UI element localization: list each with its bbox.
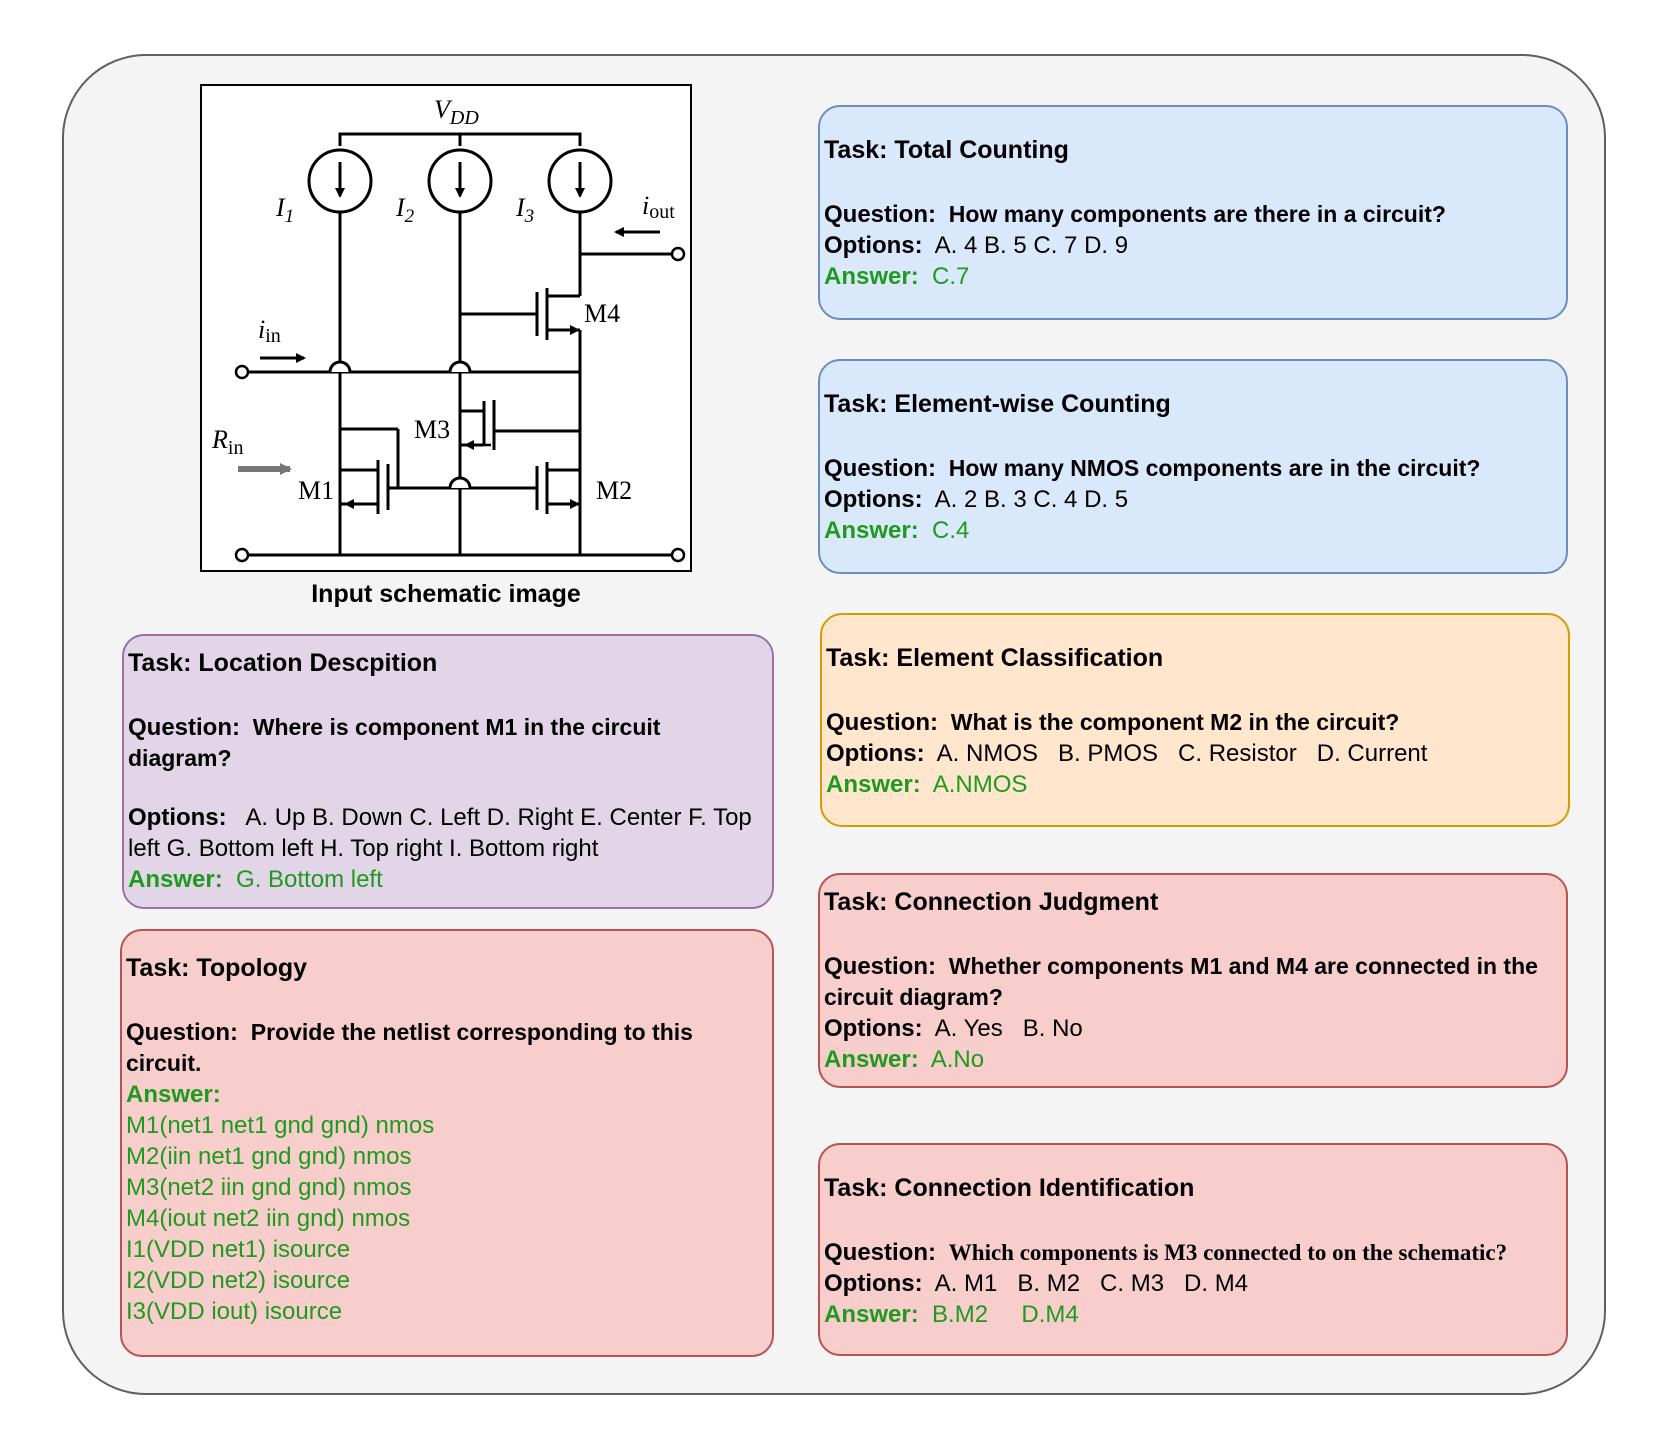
- answer: Answer: G. Bottom left: [128, 866, 383, 893]
- total-counting-card: Task: Total Counting Question: How many …: [818, 105, 1568, 320]
- m4-label: M4: [584, 299, 620, 328]
- element-counting-card: Task: Element-wise Counting Question: Ho…: [818, 359, 1568, 574]
- task-title: Task: Topology: [126, 954, 308, 982]
- task-title: Task: Connection Judgment: [824, 888, 1159, 916]
- question: Question: Provide the netlist correspond…: [126, 1019, 693, 1076]
- netlist-line: I2(VDD net2) isource: [126, 1267, 351, 1294]
- answer: Answer: A.No: [824, 1046, 985, 1073]
- m2-label: M2: [596, 476, 632, 505]
- answer: Answer: C.4: [824, 517, 970, 544]
- source-arrows: [335, 162, 585, 198]
- topology-task-card: Task: Topology Question: Provide the net…: [120, 929, 774, 1357]
- wire-hops: [328, 360, 472, 489]
- question: Question: Whether components M1 and M4 a…: [824, 953, 1538, 1010]
- netlist-line: M3(net2 iin gnd gnd) nmos: [126, 1174, 412, 1201]
- answer: Answer:: [126, 1081, 221, 1108]
- options: Options: A. Up B. Down C. Left D. Right …: [128, 804, 752, 862]
- iin-label: iin: [258, 315, 281, 347]
- options: Options: A. 2 B. 3 C. 4 D. 5: [824, 486, 1129, 513]
- schematic-caption: Input schematic image: [311, 580, 581, 608]
- terminals: [234, 246, 686, 563]
- question: Question: How many NMOS components are i…: [824, 455, 1481, 482]
- answer: Answer: A.NMOS: [826, 771, 1028, 798]
- question: Question: How many components are there …: [824, 201, 1446, 228]
- task-title: Task: Total Counting: [824, 136, 1069, 164]
- question: Question: Which components is M3 connect…: [824, 1239, 1508, 1266]
- circuit-schematic: VDD I1 I2 I3 iout iin Rin M4 M3 M1 M2: [200, 84, 692, 572]
- netlist-line: I3(VDD iout) isource: [126, 1298, 343, 1325]
- question: Question: What is the component M2 in th…: [826, 709, 1400, 736]
- iout-label: iout: [642, 191, 675, 223]
- wires: [246, 132, 674, 557]
- connection-judgment-card: Task: Connection Judgment Question: Whet…: [818, 873, 1568, 1088]
- i1-label: I1: [275, 193, 294, 227]
- schematic-svg: VDD I1 I2 I3 iout iin Rin M4 M3 M1 M2: [211, 95, 686, 563]
- task-title: Task: Connection Identification: [824, 1174, 1195, 1202]
- m3-label: M3: [414, 415, 450, 444]
- options: Options: A. Yes B. No: [824, 1015, 1083, 1042]
- task-title: Task: Element Classification: [826, 644, 1164, 672]
- answer: Answer: B.M2 D.M4: [824, 1301, 1079, 1328]
- connection-identification-card: Task: Connection Identification Question…: [818, 1143, 1568, 1356]
- vdd-label: VDD: [434, 95, 479, 129]
- i2-label: I2: [395, 193, 415, 227]
- m1-label: M1: [298, 476, 334, 505]
- options: Options: A. M1 B. M2 C. M3 D. M4: [824, 1270, 1249, 1297]
- location-task-card: Task: Location Descpition Question: Wher…: [122, 634, 774, 909]
- netlist-line: M2(iin net1 gnd gnd) nmos: [126, 1143, 412, 1170]
- i3-label: I3: [515, 193, 534, 227]
- options: Options: A. NMOS B. PMOS C. Resistor D. …: [826, 740, 1428, 767]
- rin-label: Rin: [211, 425, 243, 459]
- netlist-line: I1(VDD net1) isource: [126, 1236, 351, 1263]
- netlist-line: M4(iout net2 iin gnd) nmos: [126, 1205, 411, 1232]
- question: Question: Where is component M1 in the c…: [128, 714, 661, 771]
- answer: Answer: C.7: [824, 263, 970, 290]
- task-title: Task: Location Descpition: [128, 649, 438, 677]
- mos-arrows: [344, 325, 580, 509]
- netlist-line: M1(net1 net1 gnd gnd) nmos: [126, 1112, 435, 1139]
- task-title: Task: Element-wise Counting: [824, 390, 1171, 418]
- element-classification-card: Task: Element Classification Question: W…: [820, 613, 1570, 827]
- options: Options: A. 4 B. 5 C. 7 D. 9: [824, 232, 1129, 259]
